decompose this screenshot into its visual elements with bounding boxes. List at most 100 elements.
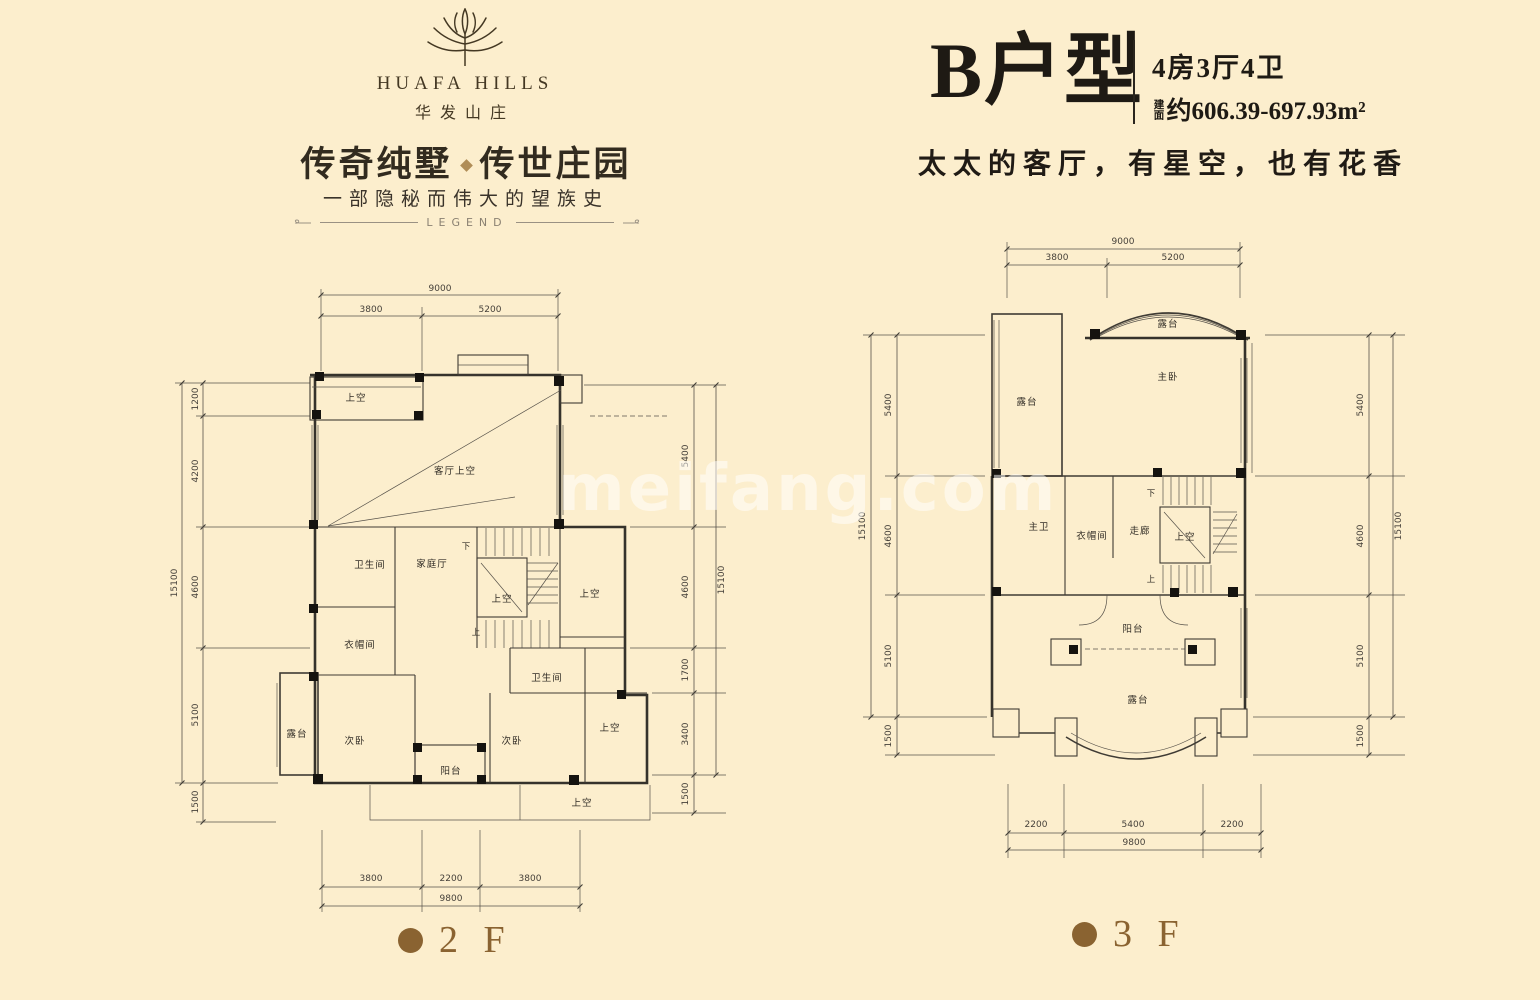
tree-logo-icon [427, 7, 503, 67]
f2-room-bath2: 卫生间 [531, 672, 563, 684]
f3-dim-top-total: 9000 [1112, 237, 1135, 247]
f2-room-void-side: 上空 [599, 722, 620, 734]
f2-dim-right-2: 1700 [681, 658, 691, 681]
floor3-label: 3 F [1072, 912, 1187, 956]
floor2-label-text: 2 F [439, 919, 513, 961]
f2-dim-bottom-1: 2200 [440, 874, 463, 884]
unit-rooms: 4房3厅4卫 [1152, 53, 1286, 83]
f2-dim-right-0: 5400 [681, 444, 691, 467]
area-label: 建面 [1152, 98, 1164, 120]
f3-dim-bottom-total: 9800 [1123, 838, 1146, 848]
f3-room-terrace-left: 露台 [1016, 396, 1037, 408]
f3-dim-left-2: 5100 [884, 644, 894, 667]
floor2-label: 2 F [398, 918, 513, 962]
f3-dim-left-0: 5400 [884, 393, 894, 416]
scroll-ornament-icon [623, 219, 640, 224]
f3-room-corridor: 走廊 [1129, 525, 1150, 537]
f3-room-terrace-top: 露台 [1157, 318, 1178, 330]
floor3-walls [990, 312, 1253, 760]
f3-room-balcony: 阳台 [1122, 623, 1143, 635]
f2-dim-left-total: 15100 [170, 568, 180, 597]
floor2-walls [276, 354, 668, 821]
floor2-stairs [476, 528, 559, 648]
diamond-ornament-icon [459, 159, 473, 173]
f2-dim-left-1: 4200 [191, 459, 201, 482]
f3-dim-right-0: 5400 [1356, 393, 1366, 416]
f2-dim-left-0: 1200 [191, 387, 201, 410]
f2-room-bath1: 卫生间 [354, 559, 386, 571]
sub-tagline: 一部隐秘而伟大的望族史 [322, 189, 609, 210]
area-value: 约606.39-697.93m² [1166, 98, 1366, 125]
floor2-columns [309, 372, 626, 785]
f3-dim-right-3: 1500 [1356, 724, 1366, 747]
legend-line-right [515, 222, 615, 223]
brand-block: HUAFA HILLS 华发山庄 [285, 7, 645, 123]
f2-room-terrace: 露台 [286, 728, 307, 740]
f3-dim-left-3: 1500 [884, 724, 894, 747]
brand-name-en: HUAFA HILLS [376, 73, 554, 94]
floor2-dot-icon [398, 927, 423, 953]
f3-room-master-bed: 主卧 [1157, 371, 1178, 383]
f3-dim-bottom-2: 2200 [1221, 820, 1244, 830]
f2-dim-top-1: 5200 [479, 305, 502, 315]
f3-stair-down: 下 [1147, 489, 1156, 499]
f2-dim-bottom-2: 3800 [519, 874, 542, 884]
f3-room-master-bath: 主卫 [1028, 521, 1049, 533]
f3-dim-bottom-0: 2200 [1025, 820, 1048, 830]
f2-dim-top-total: 9000 [429, 284, 452, 294]
f2-stair-up: 上 [472, 628, 481, 638]
f2-room-bed1: 次卧 [344, 735, 365, 747]
f2-room-cloak: 衣帽间 [344, 639, 376, 651]
floor3-extension-lines [863, 242, 1405, 858]
f3-dim-right-2: 5100 [1356, 644, 1366, 667]
f2-room-void-bottom: 上空 [571, 797, 592, 809]
tagline-right: 传世庄园 [479, 145, 632, 184]
floor3-columns [992, 329, 1246, 654]
f2-dim-left-2: 4600 [191, 575, 201, 598]
f2-room-family: 家庭厅 [416, 558, 448, 570]
floor3-dimension-lines [868, 246, 1396, 853]
f2-dim-right-1: 4600 [681, 575, 691, 598]
tagline: 传奇纯墅传世庄园 [285, 136, 647, 187]
f2-room-stair-void: 上空 [491, 593, 512, 605]
tagline-left: 传奇纯墅 [300, 145, 453, 184]
floor2-dimension-lines [179, 292, 719, 909]
f2-room-living-void: 客厅上空 [434, 465, 476, 477]
legend-divider: LEGEND [292, 216, 642, 229]
f3-dim-right-total: 15100 [1394, 511, 1404, 540]
f3-dim-top-0: 3800 [1046, 253, 1069, 263]
f3-room-terrace-bottom: 露台 [1127, 694, 1148, 706]
f2-dim-left-3: 5100 [191, 703, 201, 726]
f3-dim-right-1: 4600 [1356, 524, 1366, 547]
f3-dim-bottom-1: 5400 [1122, 820, 1145, 830]
brand-name-cn: 华发山庄 [414, 105, 515, 122]
f2-dim-right-3: 3400 [681, 722, 691, 745]
floor3-dot-icon [1072, 921, 1097, 947]
legend-line-left [320, 222, 419, 223]
f2-room-void-right: 上空 [579, 588, 600, 600]
f3-stair-up: 上 [1147, 575, 1156, 585]
f2-dim-top-0: 3800 [360, 305, 383, 315]
legend-text: LEGEND [426, 216, 508, 229]
scroll-ornament-icon [294, 219, 311, 224]
f3-dim-top-1: 5200 [1162, 253, 1185, 263]
f3-room-stair-void: 上空 [1174, 531, 1195, 543]
floor3-stairs [1159, 477, 1238, 593]
f3-dim-left-total: 15100 [858, 511, 868, 540]
floor3-plan: 9000 3800 5200 15100 5400 4600 5100 1500… [858, 237, 1405, 858]
f2-room-balcony: 阳台 [440, 765, 461, 777]
f3-dim-left-1: 4600 [884, 524, 894, 547]
f2-dim-bottom-total: 9800 [440, 894, 463, 904]
f2-stair-down: 下 [462, 542, 471, 552]
watermark: meifang.com [558, 452, 1059, 526]
floor2-plan: 9000 3800 5200 15100 1200 4200 4600 5100… [170, 284, 727, 912]
f2-dim-right-4: 1500 [681, 782, 691, 805]
f2-room-void-top: 上空 [345, 392, 366, 404]
f2-dim-bottom-0: 3800 [360, 874, 383, 884]
unit-title: B户型 [930, 27, 1145, 114]
marketing-slogan: 太太的客厅，有星空，也有花香 [918, 149, 1409, 180]
f3-room-cloak: 衣帽间 [1076, 530, 1108, 542]
floor2-extension-lines [175, 289, 726, 912]
f2-dim-right-total: 15100 [717, 565, 727, 594]
header-specs: 4房3厅4卫 建面 约606.39-697.93m² [1152, 46, 1366, 127]
